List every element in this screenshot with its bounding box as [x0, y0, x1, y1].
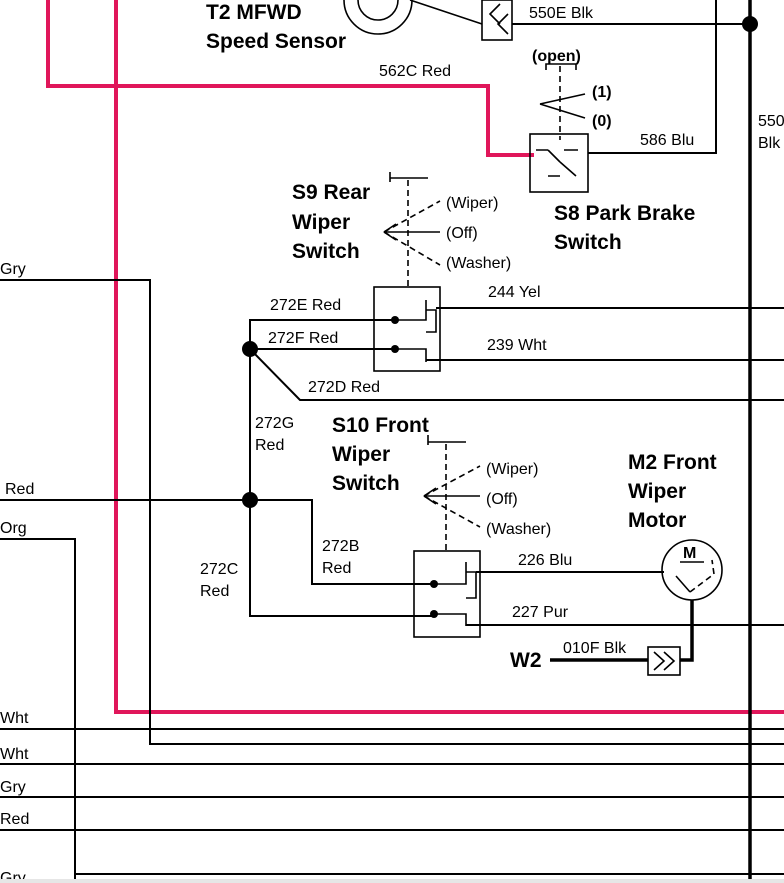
s10-pos-off: (Off): [486, 491, 518, 508]
wire-red-vertical-loop: [114, 0, 784, 714]
s8-pos-0: (0): [592, 113, 612, 130]
s10-front-wiper-switch: S10 Front Wiper Switch (Wiper) (Off) (Wa…: [332, 414, 551, 638]
m2-name-line3: Motor: [628, 509, 686, 532]
w2-connector-box: [647, 646, 681, 676]
s8-switch-box: [529, 133, 589, 193]
left-label-wht-1: Wht: [0, 710, 29, 727]
t2-sensor-lead: [409, 0, 483, 25]
red-power-wires: [46, 0, 784, 714]
s8-arm-0: [539, 103, 586, 119]
s9-pos-wiper: (Wiper): [446, 195, 498, 212]
t2-connector-chevron: [488, 3, 509, 35]
s10-pos-wiper: (Wiper): [486, 461, 538, 478]
label-550-blk-cut: Blk: [758, 135, 781, 152]
s10-name-line1: S10 Front: [332, 414, 429, 437]
s9-switch-box: [373, 286, 441, 372]
s8-contact-2: [548, 149, 578, 177]
wire-586-blu: [588, 0, 717, 154]
label-550-cut: 550: [758, 113, 784, 130]
s9-name-line1: S9 Rear: [292, 181, 370, 204]
label-272g-red: Red: [255, 437, 284, 454]
label-272f-red: 272F Red: [268, 330, 338, 347]
wire-562c-red: [46, 0, 534, 157]
wire-org: [0, 538, 76, 883]
m2-motor-arm: [675, 575, 691, 593]
s10-name-line3: Switch: [332, 472, 400, 495]
left-label-gry-bot: Gry: [0, 779, 26, 796]
label-586-blu: 586 Blu: [640, 132, 694, 149]
s9-contacts: [395, 300, 437, 362]
t2-speed-sensor: T2 MFWD Speed Sensor: [206, 0, 513, 53]
s10-switch-box: [413, 550, 481, 638]
label-272b: 272B: [322, 538, 359, 555]
w2-connector-chevron: [653, 651, 676, 671]
wire-010f-blk: [680, 600, 694, 662]
w2-ground-label: W2: [510, 649, 542, 672]
t2-connector-box: [481, 0, 513, 41]
s9-name-line3: Switch: [292, 240, 360, 263]
label-272c-red: Red: [200, 583, 229, 600]
t2-name-line2: Speed Sensor: [206, 30, 346, 53]
label-272d-red: 272D Red: [308, 379, 380, 396]
s9-rear-wiper-switch: S9 Rear Wiper Switch (Wiper) (Off) (Wash…: [292, 172, 511, 372]
s8-arm-1: [539, 93, 586, 105]
s10-selector-arrow: [423, 487, 480, 505]
left-label-wht-2: Wht: [0, 746, 29, 763]
left-label-gry-top: Gry: [0, 261, 26, 278]
s9-pos-washer: (Washer): [446, 255, 511, 272]
label-550e-blk: 550E Blk: [529, 5, 594, 22]
wire-272b-red: [250, 499, 434, 585]
t2-sensor-circle: [343, 0, 413, 35]
s10-arm-washer: [423, 495, 481, 528]
wire-272d-red: [249, 348, 784, 401]
t2-sensor-inner: [357, 0, 399, 21]
left-label-red-bot: Red: [0, 811, 29, 828]
s8-name-line2: Switch: [554, 231, 622, 254]
s9-arm-wiper: [383, 200, 441, 233]
label-562c-red: 562C Red: [379, 63, 451, 80]
s9-pos-off: (Off): [446, 225, 478, 242]
s10-name-line2: Wiper: [332, 443, 390, 466]
label-239-wht: 239 Wht: [487, 337, 547, 354]
junction-272b: [242, 492, 258, 508]
s9-actuator-top: [389, 172, 428, 182]
label-244-yel: 244 Yel: [488, 284, 541, 301]
s9-arm-washer: [383, 231, 441, 266]
bottom-scroll-strip: [0, 879, 784, 883]
label-272c: 272C: [200, 561, 238, 578]
m2-motor-symbol: M: [683, 545, 696, 562]
wire-272g-red: [249, 349, 434, 617]
label-010f-blk: 010F Blk: [563, 640, 627, 657]
label-272b-red: Red: [322, 560, 351, 577]
m2-name-line1: M2 Front: [628, 451, 717, 474]
label-272g: 272G: [255, 415, 294, 432]
s10-actuator-top: [427, 435, 466, 445]
t2-name-line1: T2 MFWD: [206, 1, 302, 24]
s10-pos-washer: (Washer): [486, 521, 551, 538]
left-label-org: Org: [0, 520, 27, 537]
s8-name-line1: S8 Park Brake: [554, 202, 695, 225]
m2-name-line2: Wiper: [628, 480, 686, 503]
m2-front-wiper-motor: M2 Front Wiper Motor M: [628, 451, 723, 601]
s10-arm-wiper: [423, 465, 481, 497]
s10-contacts: [434, 562, 477, 626]
label-272e-red: 272E Red: [270, 297, 341, 314]
s8-pos-1: (1): [592, 84, 612, 101]
m2-motor-dash: [689, 559, 715, 593]
label-227-pur: 227 Pur: [512, 604, 569, 621]
label-226-blu: 226 Blu: [518, 552, 572, 569]
s8-pos-open: (open): [532, 48, 581, 65]
wire-gry-top: [0, 279, 784, 745]
s9-name-line2: Wiper: [292, 211, 350, 234]
s8-open-bracket: [545, 63, 577, 70]
s8-park-brake-switch: (open) (1) (0) S8 Park Brake Switch: [529, 48, 695, 254]
s8-contact-1: [536, 149, 561, 163]
left-label-red-mid: Red: [5, 481, 34, 498]
